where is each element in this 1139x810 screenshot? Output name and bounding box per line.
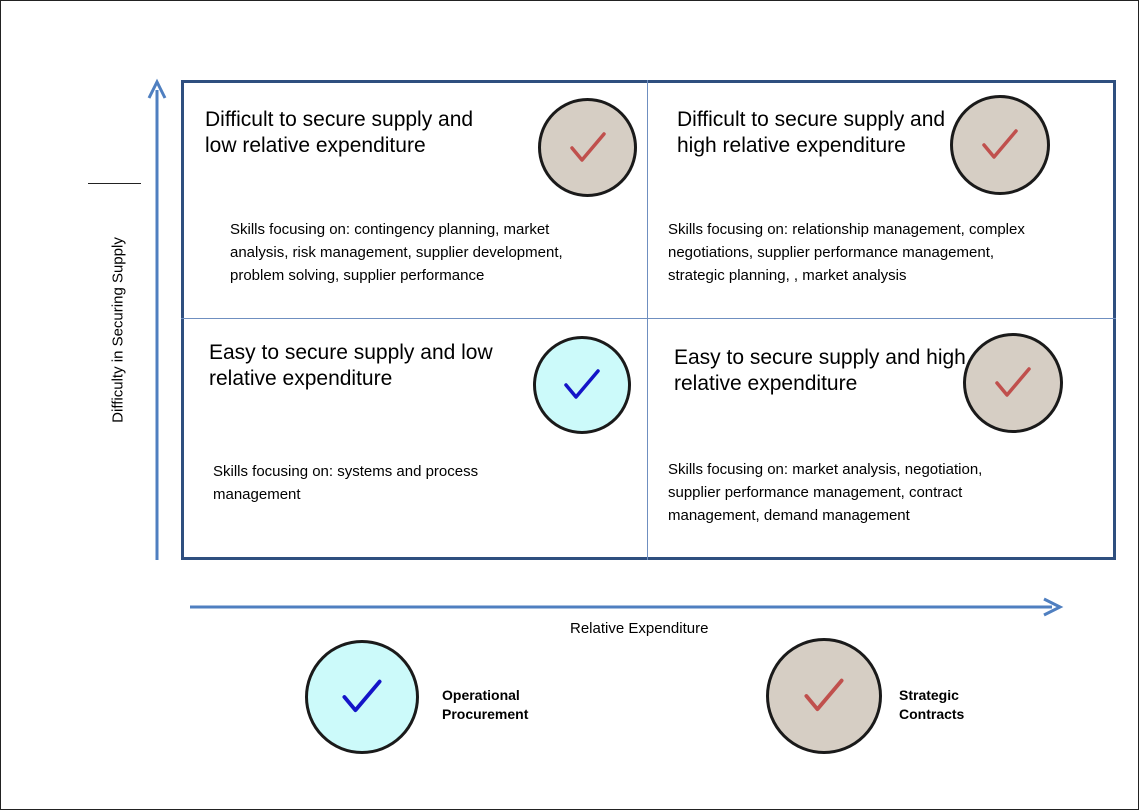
- vertical-divider: [647, 80, 648, 560]
- legend-strategic-checkmark-icon: [766, 638, 882, 754]
- checkmark-icon: [963, 333, 1063, 433]
- legend-strategic-label: Strategic Contracts: [899, 687, 965, 722]
- quadrant-grid: [181, 80, 1116, 560]
- quadrant-bottom-right-skills: Skills focusing on: market analysis, neg…: [668, 461, 983, 524]
- quadrant-bottom-left-title: Easy to secure supply and low relative e…: [209, 341, 493, 390]
- quadrant-bottom-right-title: Easy to secure supply and high relative …: [674, 346, 966, 395]
- quadrant-top-right-title: Difficult to secure supply and high rela…: [677, 108, 946, 157]
- quadrant-top-right-skills: Skills focusing on: relationship managem…: [668, 221, 1025, 284]
- y-axis-title: Difficulty in Securing Supply: [109, 237, 127, 423]
- x-axis-title: Relative Expenditure: [570, 620, 709, 637]
- checkmark-icon: [538, 98, 637, 197]
- checkmark-icon: [533, 336, 631, 434]
- quadrant-top-left-skills: Skills focusing on: contingency planning…: [230, 221, 563, 284]
- legend-operational-checkmark-icon: [305, 640, 419, 754]
- label-tick-line: [88, 183, 141, 184]
- legend-operational-label: Operational Procurement: [442, 687, 529, 722]
- checkmark-icon: [950, 95, 1050, 195]
- quadrant-bottom-left-skills: Skills focusing on: systems and process …: [213, 463, 479, 503]
- horizontal-divider: [181, 318, 1116, 319]
- quadrant-top-left-title: Difficult to secure supply and low relat…: [205, 108, 474, 157]
